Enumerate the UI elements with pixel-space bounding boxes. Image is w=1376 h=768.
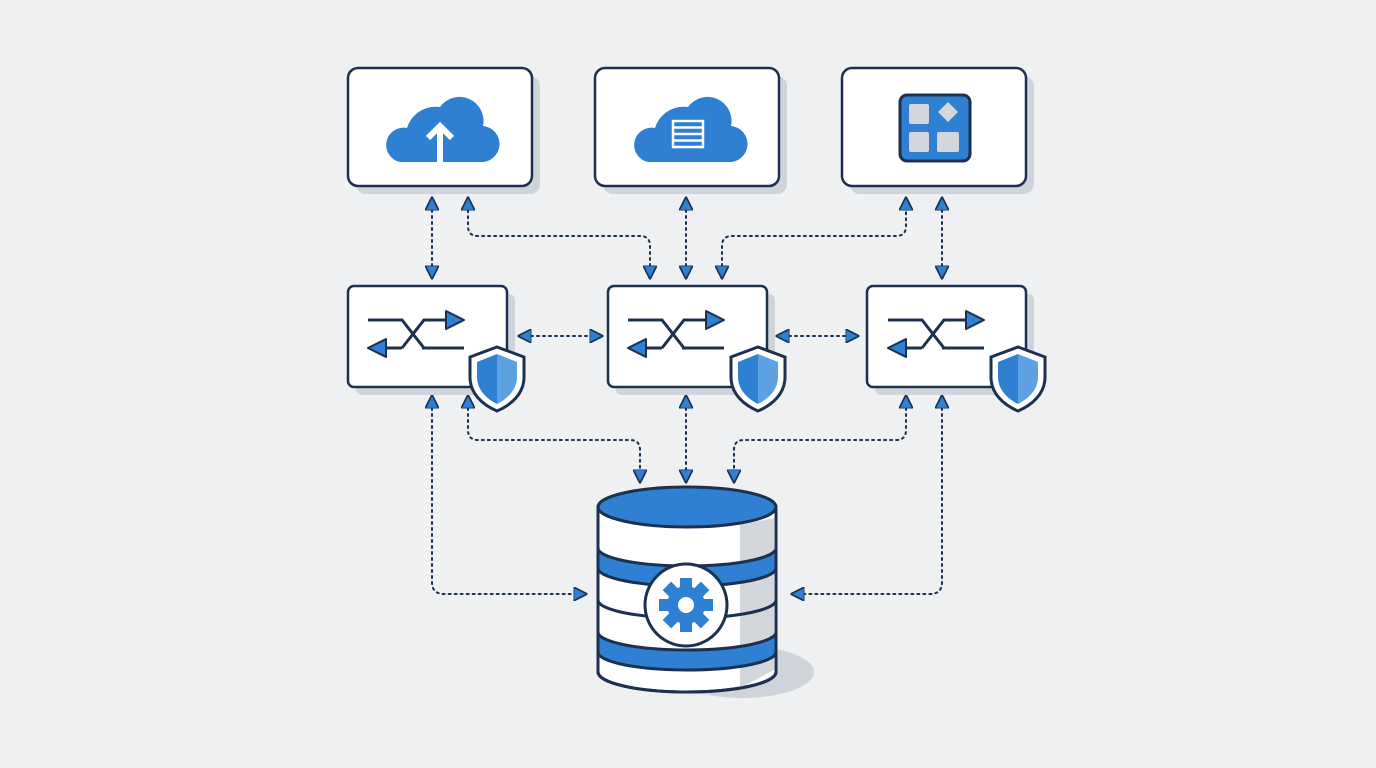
connectors-layer: [432, 198, 942, 594]
node-cloud-server[interactable]: [593, 66, 787, 194]
gear-icon: [643, 562, 729, 648]
cloud-upload-icon: [386, 96, 500, 163]
node-card: [606, 284, 769, 389]
node-card: [346, 284, 509, 389]
link-right-gateway-to-database: [792, 396, 942, 594]
node-gateway-right[interactable]: [865, 284, 1047, 413]
app-grid-icon: [898, 93, 972, 163]
node-database[interactable]: [596, 485, 814, 698]
shield-icon: [468, 345, 526, 413]
link-left-gateway-to-database-top: [468, 396, 640, 482]
shield-icon: [989, 345, 1047, 413]
cloud-server-icon: [634, 96, 748, 163]
link-center-gateway-to-app-modules: [722, 198, 906, 278]
node-gateway-center[interactable]: [606, 284, 787, 413]
shuffle-arrows-icon: [887, 310, 985, 358]
shield-icon: [729, 345, 787, 413]
link-left-gateway-to-database: [432, 396, 586, 594]
node-app-modules[interactable]: [840, 66, 1034, 194]
shuffle-arrows-icon: [367, 310, 465, 358]
node-cloud-upload[interactable]: [346, 66, 540, 194]
node-card: [865, 284, 1028, 389]
shuffle-arrows-icon: [627, 310, 725, 358]
node-gateway-left[interactable]: [346, 284, 526, 413]
link-center-gateway-to-upload-cloud: [468, 198, 650, 278]
database-top: [596, 485, 778, 529]
database-band-lower: [596, 631, 778, 672]
